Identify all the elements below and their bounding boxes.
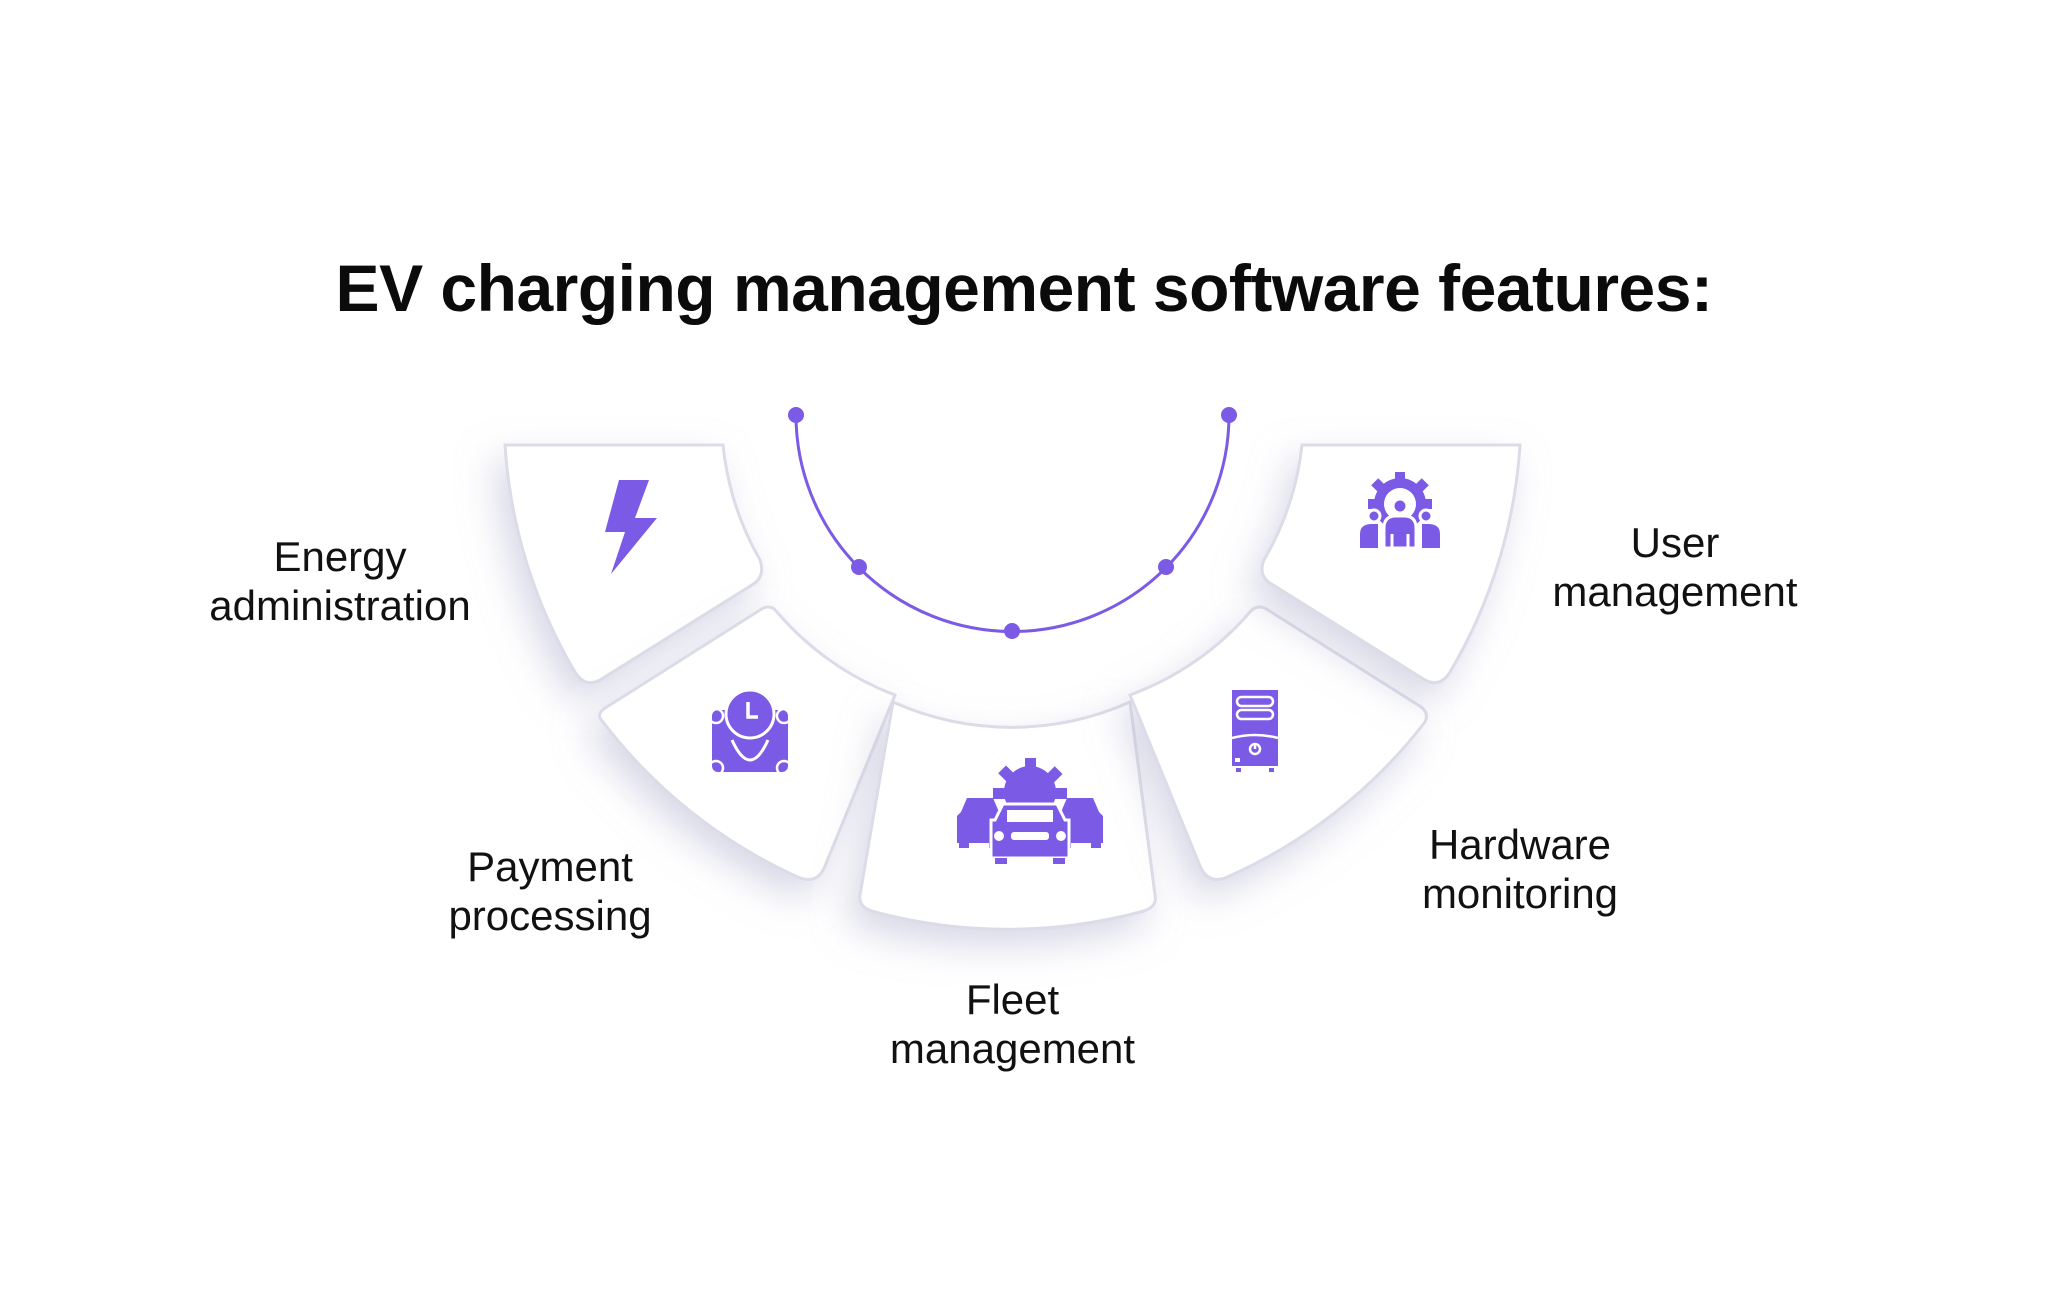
lightning-bolt-icon bbox=[605, 480, 657, 574]
feature-label-user: User management bbox=[1552, 519, 1798, 615]
feature-label-energy: Energy administration bbox=[209, 533, 471, 629]
feature-label-hardware: Hardware monitoring bbox=[1421, 821, 1619, 917]
timeline-arc bbox=[788, 407, 1237, 639]
feature-label-payment: Payment processing bbox=[448, 843, 652, 939]
arc-node bbox=[1221, 407, 1237, 423]
arc-node bbox=[851, 559, 867, 575]
arc-node bbox=[1158, 559, 1174, 575]
arc-node bbox=[788, 407, 804, 423]
money-clock-icon bbox=[707, 688, 793, 777]
arc-node bbox=[1004, 623, 1020, 639]
feature-label-fleet: Fleet management bbox=[889, 976, 1136, 1072]
users-gear-icon bbox=[1360, 472, 1440, 550]
feature-card-hardware bbox=[1128, 605, 1428, 881]
page-title: EV charging management software features… bbox=[335, 251, 1713, 325]
feature-card-user bbox=[1260, 443, 1522, 685]
server-tower-icon bbox=[1231, 690, 1279, 772]
feature-card-energy bbox=[503, 443, 764, 685]
cars-gear-icon bbox=[957, 758, 1103, 864]
